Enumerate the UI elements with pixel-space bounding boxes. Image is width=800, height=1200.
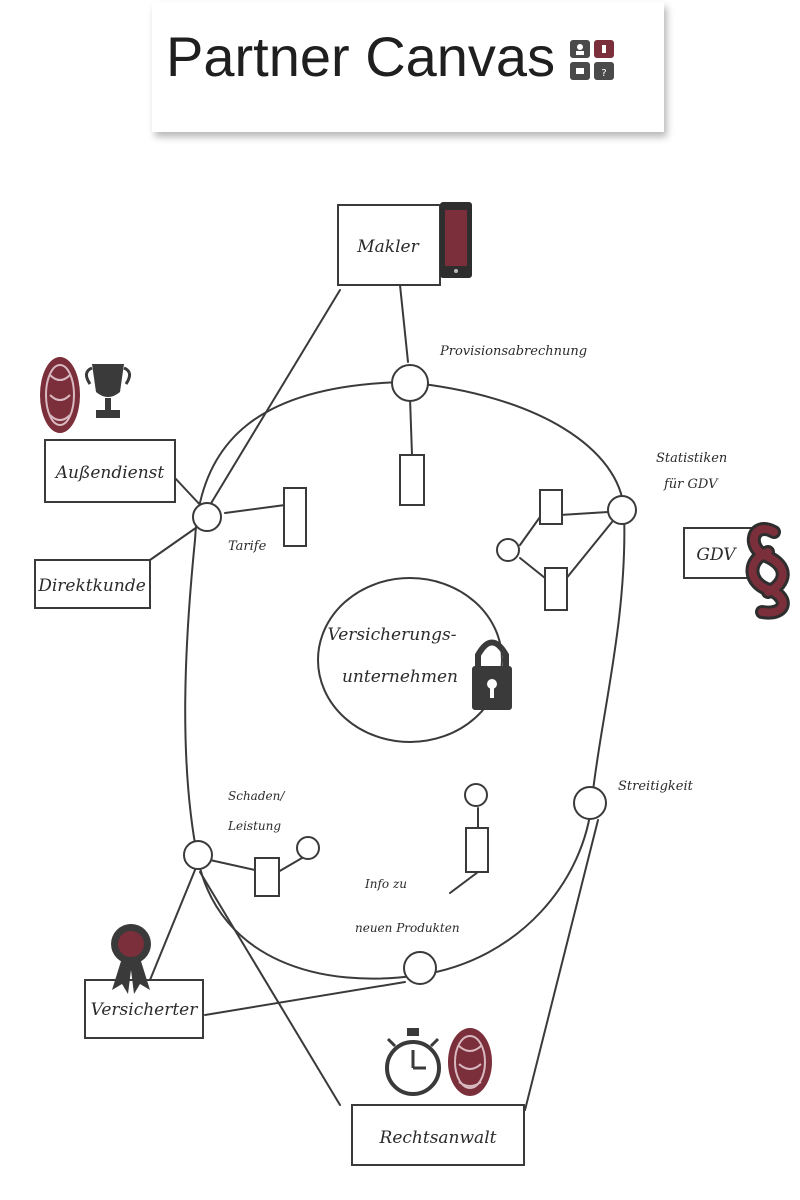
flow-info-1: Info zu <box>364 877 407 891</box>
node-schaden <box>183 840 213 870</box>
trophy-icon <box>85 364 131 418</box>
flow-tarife: Tarife <box>228 539 267 554</box>
node-tarife <box>192 502 222 532</box>
flow-info-2: neuen Produkten <box>355 921 460 935</box>
flow-statistiken-1: Statistiken <box>656 451 727 466</box>
rosette-icon <box>111 924 151 994</box>
partner-gdv: GDV <box>696 545 737 565</box>
tablet-icon <box>440 202 472 278</box>
partner-versicherter: Versicherter <box>91 1000 199 1020</box>
paragraph-icon <box>745 522 790 620</box>
flow-provision: Provisionsabrechnung <box>439 344 587 359</box>
partner-direktkunde: Direktkunde <box>37 576 146 596</box>
center-ellipse <box>317 577 503 743</box>
node-statistik-sub <box>496 538 520 562</box>
title-card: Partner Canvas ? <box>152 2 664 132</box>
center-label-1: Versicherungs- <box>328 625 457 645</box>
padlock-icon <box>472 639 512 710</box>
page-title: Partner Canvas <box>166 25 556 88</box>
box-rechtsanwalt <box>351 1104 525 1166</box>
stopwatch-icon <box>385 1028 441 1096</box>
flow-schaden-1: Schaden/ <box>228 789 286 803</box>
node-schaden-sub <box>296 836 320 860</box>
node-streitigkeit <box>573 786 607 820</box>
partner-aussendienst: Außendienst <box>54 463 165 483</box>
partner-makler: Makler <box>356 237 419 257</box>
people-grid-icon: ? <box>570 40 614 80</box>
flow-schaden-2: Leistung <box>227 819 281 833</box>
node-statistiken <box>607 495 637 525</box>
box-direktkunde <box>34 559 151 609</box>
center-label-2: unternehmen <box>342 667 458 687</box>
brain-icon <box>40 357 80 433</box>
svg-text:?: ? <box>601 68 606 79</box>
node-info-sub <box>464 783 488 807</box>
node-provision <box>391 364 429 402</box>
doc-provision <box>399 454 425 506</box>
partner-rechtsanwalt: Rechtsanwalt <box>379 1128 497 1148</box>
flow-streitigkeit: Streitigkeit <box>618 779 694 794</box>
box-aussendienst <box>44 439 176 503</box>
doc-statistik-1 <box>539 489 563 525</box>
box-gdv <box>683 527 755 579</box>
doc-info <box>465 827 489 873</box>
node-info <box>403 951 437 985</box>
brain-icon-2 <box>448 1028 492 1096</box>
doc-schaden <box>254 857 280 897</box>
flow-statistiken-2: für GDV <box>663 477 719 492</box>
doc-statistik-2 <box>544 567 568 611</box>
doc-tarife <box>283 487 307 547</box>
